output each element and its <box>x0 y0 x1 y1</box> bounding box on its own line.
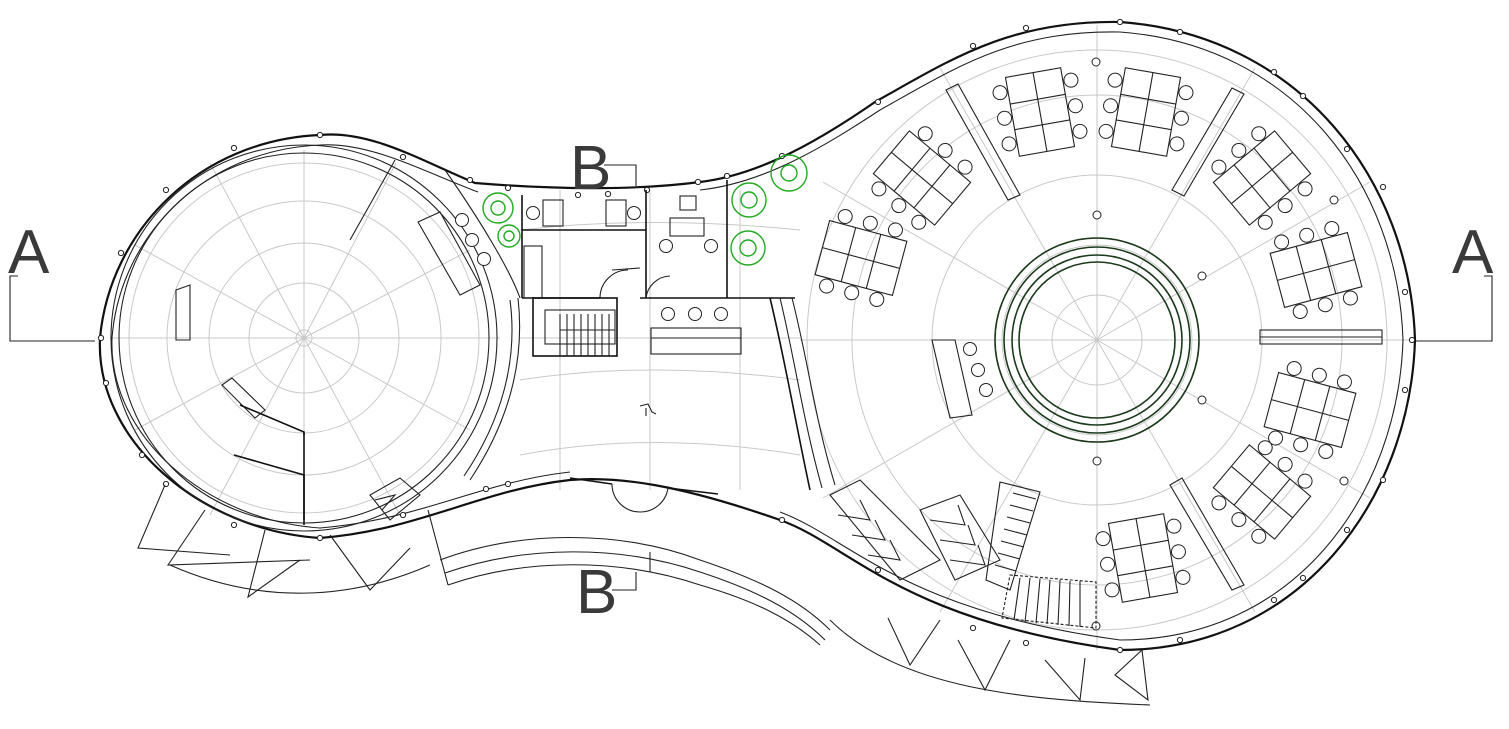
ramp-chevrons-mid <box>829 479 1001 581</box>
exterior-ramps <box>137 477 1151 706</box>
section-line-a <box>9 275 1493 342</box>
landscape-trees <box>482 154 808 266</box>
workstation-cluster-3 <box>871 126 973 230</box>
facade-columns <box>97 18 1416 654</box>
central-rooms <box>521 180 795 416</box>
lower-staircase <box>985 481 1097 629</box>
workstation-cluster-9 <box>1095 513 1191 603</box>
right-pavilion-core <box>994 57 1349 631</box>
workstation-cluster-8 <box>1211 440 1313 544</box>
left-pavilion-interior <box>110 144 521 532</box>
right-pavilion-grid <box>800 25 1410 650</box>
workstation-cluster-4 <box>1211 126 1313 230</box>
outer-facade <box>98 20 1417 652</box>
section-marker-a-left: A <box>8 218 50 287</box>
section-marker-b-top: B <box>570 134 612 203</box>
radial-partitions <box>931 83 1383 591</box>
workstation-cluster-2 <box>1098 67 1194 157</box>
workstation-cluster-6 <box>1269 220 1363 320</box>
section-marker-a-right: A <box>1452 218 1494 287</box>
section-line-b <box>604 164 637 591</box>
left-pavilion-grid <box>110 150 500 525</box>
workstation-cluster-7 <box>1263 360 1357 460</box>
corridor-walls <box>569 297 836 513</box>
workstation-cluster-5 <box>814 208 908 308</box>
workstation-cluster-1 <box>992 67 1088 157</box>
section-marker-b-bottom: B <box>576 558 618 627</box>
